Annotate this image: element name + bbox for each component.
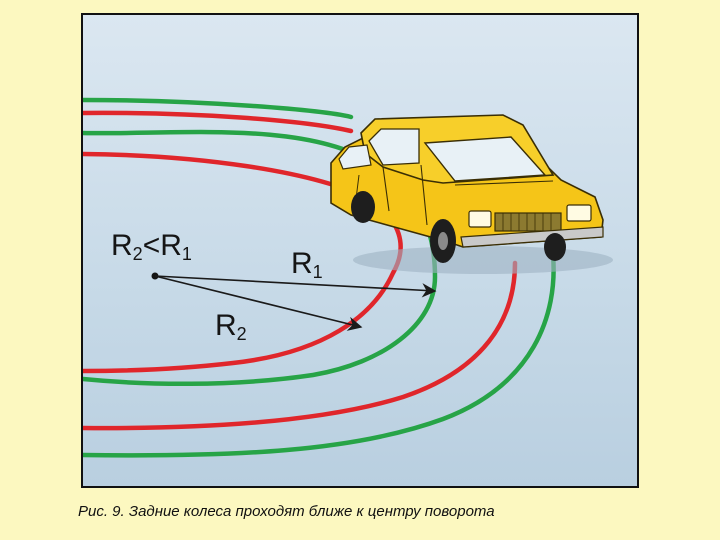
figure-caption: Рис. 9. Задние колеса проходят ближе к ц…: [78, 503, 495, 520]
radius-arrow-r1: [154, 275, 437, 298]
turning-radius-diagram: R2<R1 R1 R2: [83, 15, 637, 486]
radius-condition-label: R2<R1: [111, 229, 192, 264]
radius-arrow-r2: [154, 275, 363, 331]
car-icon: [330, 114, 613, 274]
radius-r2-label: R2: [215, 309, 247, 344]
track-front-inner: [83, 129, 438, 386]
radius-r1-label: R1: [291, 247, 323, 282]
track-rear-outer: [83, 110, 354, 134]
figure-frame: R2<R1 R1 R2: [81, 13, 639, 488]
track-rear-outer-continued: [83, 260, 518, 431]
track-front-outer-continued: [83, 252, 556, 458]
track-rear-inner: [83, 151, 403, 374]
track-front-outer: [83, 97, 354, 120]
